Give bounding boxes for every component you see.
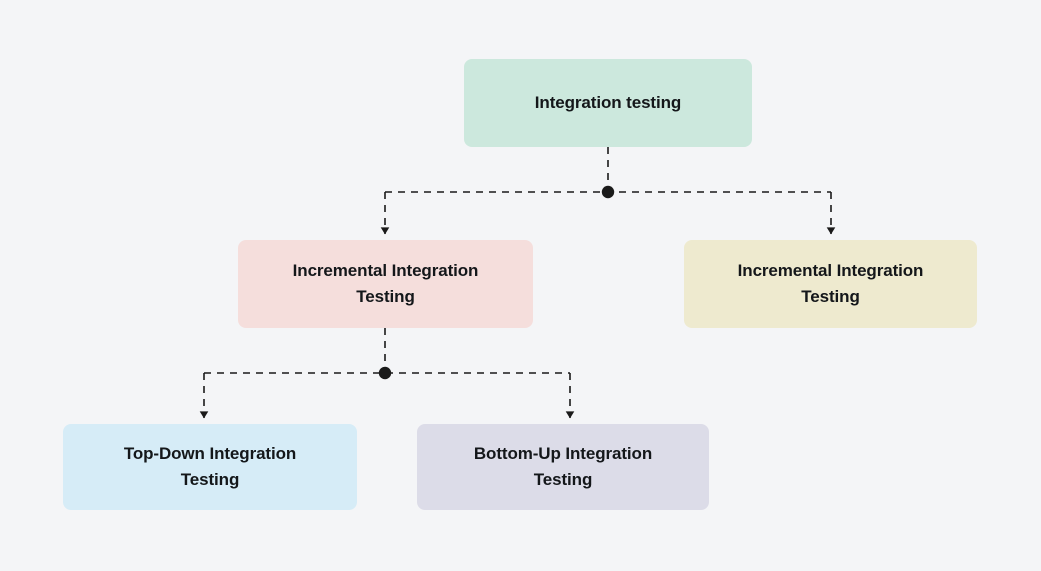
node-label: Incremental Integration Testing <box>737 260 924 306</box>
node-bottom-up-integration-testing[interactable]: Bottom-Up Integration Testing <box>417 424 709 510</box>
node-incremental-integration-testing-right[interactable]: Incremental Integration Testing <box>684 240 977 328</box>
node-integration-testing[interactable]: Integration testing <box>464 59 752 147</box>
node-label: Bottom-Up Integration Testing <box>473 443 653 489</box>
node-top-down-integration-testing[interactable]: Top-Down Integration Testing <box>63 424 357 510</box>
junction-dot-level-2 <box>378 366 392 380</box>
node-label: Incremental Integration Testing <box>292 260 479 306</box>
junction-dot-level-1 <box>601 185 615 199</box>
node-label: Top-Down Integration Testing <box>123 443 297 489</box>
node-incremental-integration-testing-left[interactable]: Incremental Integration Testing <box>238 240 533 328</box>
node-label: Integration testing <box>534 92 682 112</box>
